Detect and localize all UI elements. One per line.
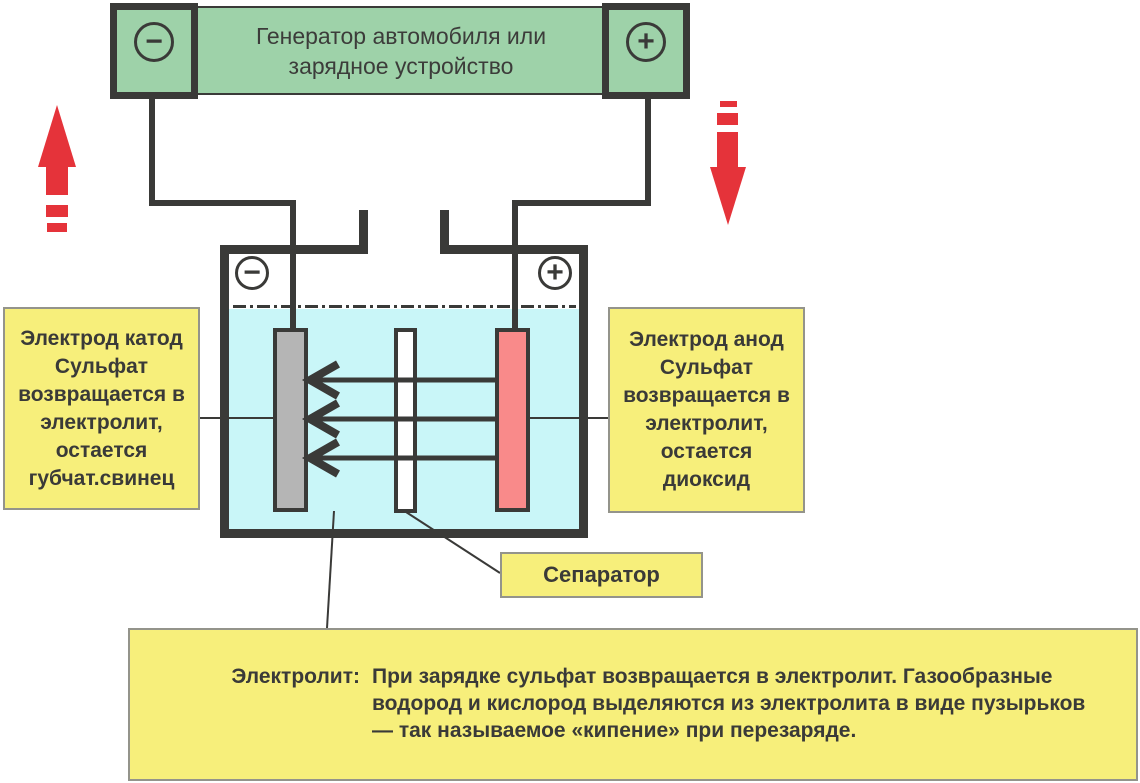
cathode-label-line: Сульфат <box>54 354 149 378</box>
electrolyte-title: Электролит: <box>231 665 360 688</box>
down-arrow-icon <box>710 167 746 225</box>
battery-wall-right <box>579 245 588 538</box>
plus-wire <box>512 200 518 330</box>
battery-wall-left <box>220 245 229 538</box>
battery-vent-stub <box>440 210 449 254</box>
cathode-label-line: возвращается в <box>18 382 185 406</box>
battery-vent-stub <box>359 210 368 254</box>
cathode-electrode <box>273 328 308 512</box>
up-arrow-icon <box>38 105 76 167</box>
plus-wire <box>512 200 651 206</box>
generator-box: Генератор автомобиля или зарядное устрой… <box>196 6 606 95</box>
battery-lid-left <box>220 245 368 254</box>
anode-electrode <box>495 328 530 512</box>
up-arrow-shaft <box>46 163 68 195</box>
separator-label-box: Сепаратор <box>500 552 703 598</box>
anode-label-box: Электрод анод Сульфат возвращается в эле… <box>608 307 805 513</box>
plus-wire <box>645 99 651 205</box>
cathode-label-line: остается <box>55 438 148 462</box>
down-arrow-shaft <box>717 132 738 168</box>
cathode-label-line: электролит, <box>40 410 163 434</box>
generator-minus-terminal: − <box>110 3 198 99</box>
electrolyte-text-line: водород и кислород выделяются из электро… <box>372 692 1086 715</box>
generator-label: Генератор автомобиля или <box>255 22 547 49</box>
up-arrow-dash <box>46 205 68 217</box>
minus-wire <box>149 99 155 205</box>
anode-label-line: Сульфат <box>659 356 754 379</box>
battery-wall-bottom <box>220 529 588 538</box>
cathode-label-line: губчат.свинец <box>28 466 175 490</box>
minus-wire <box>290 200 296 330</box>
battery-lid-right <box>440 245 588 254</box>
generator-plus-terminal: + <box>602 3 690 99</box>
minus-icon: − <box>235 256 269 290</box>
electrolyte-level-line <box>233 305 576 308</box>
anode-label-line: Электрод анод <box>629 328 784 351</box>
anode-label-line: электролит, <box>645 412 768 435</box>
electrolyte-text-line: — так называемое «кипение» при перезаряд… <box>372 719 857 742</box>
minus-icon: − <box>134 22 174 62</box>
generator-label: зарядное устройство <box>288 52 514 79</box>
electrolyte-text: При зарядке сульфат возвращается в элект… <box>372 663 1132 744</box>
electrolyte-description-box: Электролит: При зарядке сульфат возвраща… <box>128 628 1138 781</box>
down-arrow-dash <box>720 101 737 107</box>
up-arrow-dash <box>47 223 67 232</box>
electrolyte-text-line: При зарядке сульфат возвращается в элект… <box>372 665 1053 688</box>
anode-label-line: диоксид <box>662 468 751 491</box>
cathode-label-box: Электрод катод Сульфат возвращается в эл… <box>3 307 200 510</box>
minus-wire <box>149 200 296 206</box>
down-arrow-dash <box>717 113 738 125</box>
plus-icon: + <box>626 22 666 62</box>
separator-label: Сепаратор <box>543 562 660 587</box>
cathode-label-line: Электрод катод <box>20 326 183 350</box>
plus-icon: + <box>538 256 572 290</box>
separator-plate <box>394 328 417 513</box>
anode-label-line: возвращается в <box>623 384 790 407</box>
anode-label-line: остается <box>660 440 753 463</box>
battery-air-gap <box>229 254 579 309</box>
